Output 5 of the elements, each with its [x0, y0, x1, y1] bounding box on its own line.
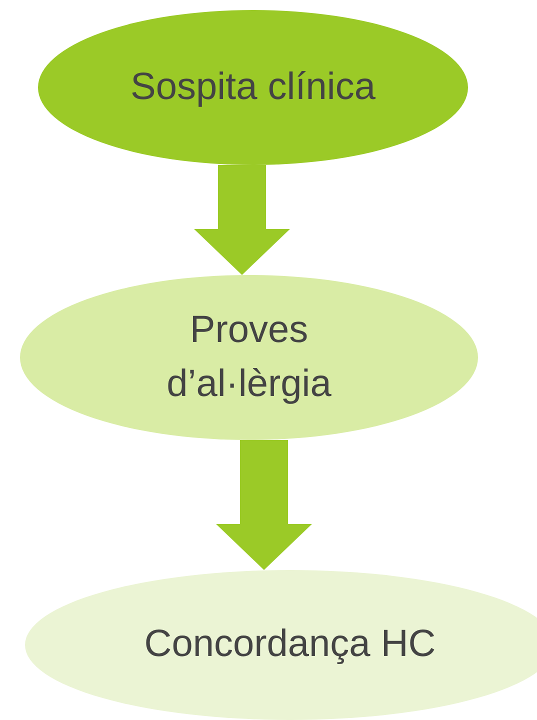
block-arrow	[194, 165, 290, 275]
node-label: Concordança HC	[144, 622, 436, 668]
node-label: Proves d’al·lèrgia	[166, 308, 332, 406]
node-label: Sospita clínica	[130, 64, 376, 110]
block-arrow	[216, 440, 312, 570]
